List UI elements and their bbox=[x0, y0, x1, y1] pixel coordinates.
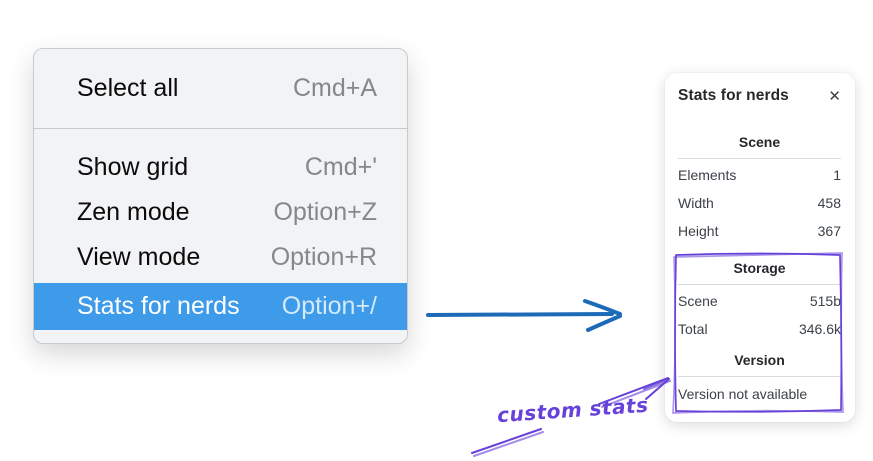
menu-item-label: Show grid bbox=[77, 153, 189, 181]
menu-item-label: Stats for nerds bbox=[77, 292, 240, 320]
stat-value: 458 bbox=[817, 195, 841, 211]
section-heading: Version bbox=[734, 352, 785, 368]
annotation-custom-stats-label: custom stats bbox=[496, 392, 650, 428]
section-divider bbox=[678, 284, 841, 285]
section-heading: Scene bbox=[738, 134, 781, 150]
menu-group-main: Show grid Cmd+' Zen mode Option+Z View m… bbox=[34, 129, 407, 343]
stat-value: 1 bbox=[833, 167, 841, 183]
stats-panel: Stats for nerds ✕ Scene Elements 1 Width… bbox=[665, 73, 855, 422]
menu-item-show-grid[interactable]: Show grid Cmd+' bbox=[34, 145, 407, 190]
menu-divider bbox=[34, 128, 407, 129]
menu-item-view-mode[interactable]: View mode Option+R bbox=[34, 235, 407, 280]
menu-item-label: View mode bbox=[77, 243, 201, 271]
menu-item-shortcut: Option+R bbox=[270, 243, 377, 271]
menu-item-select-all[interactable]: Select all Cmd+A bbox=[34, 66, 407, 111]
flow-arrow bbox=[426, 299, 622, 332]
stats-panel-header: Stats for nerds ✕ bbox=[678, 85, 841, 107]
stat-row-total-size: Total 346.6k bbox=[678, 315, 841, 343]
menu-group-top: Select all Cmd+A bbox=[34, 49, 407, 128]
stat-value: 515b bbox=[809, 293, 841, 309]
stat-row-elements: Elements 1 bbox=[678, 161, 841, 189]
menu-item-shortcut: Option+/ bbox=[281, 292, 377, 320]
menu-item-label: Select all bbox=[77, 74, 179, 102]
context-menu: Select all Cmd+A Show grid Cmd+' Zen mod… bbox=[33, 48, 408, 344]
stats-section-version: Version Version not available bbox=[678, 351, 841, 407]
stat-value: 346.6k bbox=[798, 321, 841, 337]
stat-row-scene-size: Scene 515b bbox=[678, 287, 841, 315]
menu-item-zen-mode[interactable]: Zen mode Option+Z bbox=[34, 190, 407, 235]
section-divider bbox=[678, 158, 841, 159]
stats-section-scene: Scene Elements 1 Width 458 Height 367 bbox=[678, 133, 841, 245]
menu-item-shortcut: Cmd+A bbox=[292, 74, 377, 102]
menu-item-shortcut: Cmd+' bbox=[304, 153, 377, 181]
stat-label: Total bbox=[678, 321, 708, 337]
stat-row-width: Width 458 bbox=[678, 189, 841, 217]
stat-label: Scene bbox=[678, 293, 718, 309]
menu-item-stats-for-nerds[interactable]: Stats for nerds Option+/ bbox=[34, 283, 407, 330]
stat-row-height: Height 367 bbox=[678, 217, 841, 245]
stat-label: Width bbox=[678, 195, 714, 211]
section-heading: Storage bbox=[733, 260, 786, 276]
menu-item-shortcut: Option+Z bbox=[273, 198, 377, 226]
version-note: Version not available bbox=[678, 386, 808, 402]
stat-label: Height bbox=[678, 223, 719, 239]
close-icon[interactable]: ✕ bbox=[828, 87, 841, 105]
section-divider bbox=[678, 376, 841, 377]
stats-panel-title: Stats for nerds bbox=[678, 87, 789, 104]
menu-item-label: Zen mode bbox=[77, 198, 190, 226]
stat-value: 367 bbox=[817, 223, 841, 239]
stats-section-storage: Storage Scene 515b Total 346.6k bbox=[678, 259, 841, 343]
stat-label: Elements bbox=[678, 167, 737, 183]
